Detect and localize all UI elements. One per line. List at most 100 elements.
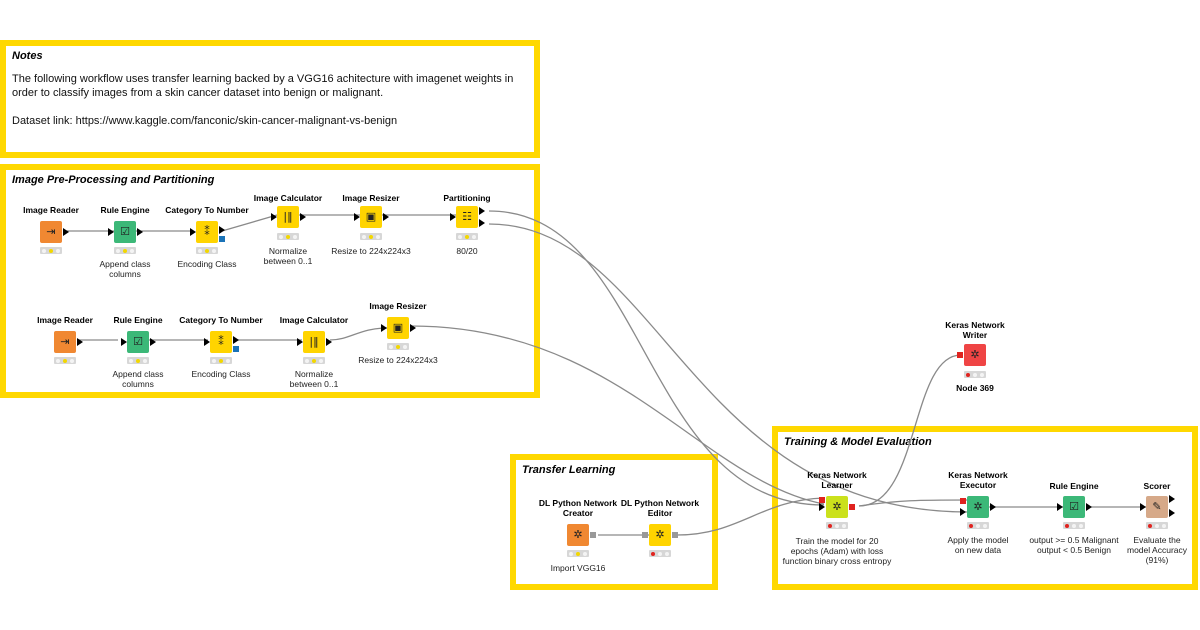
node-title: Category To Number bbox=[165, 205, 249, 215]
status-lights bbox=[967, 522, 989, 529]
node-title: Rule Engine bbox=[1049, 481, 1099, 491]
status-lights bbox=[54, 357, 76, 364]
output-port[interactable] bbox=[590, 532, 596, 538]
output-port[interactable] bbox=[77, 338, 83, 346]
connection bbox=[488, 210, 825, 506]
transfer-learning-annotation: Transfer Learning bbox=[510, 454, 718, 590]
input-port[interactable] bbox=[642, 532, 648, 538]
node-title: Scorer bbox=[1143, 481, 1171, 491]
data-input-port[interactable] bbox=[960, 508, 966, 516]
status-lights bbox=[210, 357, 232, 364]
output-port[interactable] bbox=[63, 228, 69, 236]
model-input-port[interactable] bbox=[957, 352, 963, 358]
node-title: DL Python Network Creator bbox=[538, 498, 618, 518]
input-port[interactable] bbox=[450, 213, 456, 221]
output-port-top[interactable] bbox=[1169, 495, 1175, 503]
output-port-bottom[interactable] bbox=[1169, 509, 1175, 517]
network-gear-icon: ✲ bbox=[967, 496, 989, 518]
status-lights bbox=[1146, 522, 1168, 529]
status-lights bbox=[277, 233, 299, 240]
connection bbox=[676, 497, 825, 536]
image-calculator-icon: |‖ bbox=[277, 206, 299, 228]
output-port-bottom[interactable] bbox=[479, 219, 485, 227]
output-port[interactable] bbox=[672, 532, 678, 538]
node-label: Train the model for 20 epochs (Adam) wit… bbox=[782, 536, 892, 566]
status-lights bbox=[40, 247, 62, 254]
input-port[interactable] bbox=[1140, 503, 1146, 511]
input-port[interactable] bbox=[1057, 503, 1063, 511]
status-lights bbox=[826, 522, 848, 529]
notes-description: The following workflow uses transfer lea… bbox=[12, 73, 514, 99]
model-port[interactable] bbox=[219, 236, 225, 242]
output-port[interactable] bbox=[300, 213, 306, 221]
training-title: Training & Model Evaluation bbox=[784, 436, 932, 448]
model-input-port[interactable] bbox=[819, 497, 825, 503]
connection bbox=[221, 214, 278, 232]
node-title: Image Resizer bbox=[342, 193, 400, 203]
training-data-port[interactable] bbox=[819, 503, 825, 511]
connection bbox=[488, 223, 969, 513]
output-port-top[interactable] bbox=[479, 207, 485, 215]
node-label: Resize to 224x224x3 bbox=[331, 246, 411, 256]
network-gear-icon: ✲ bbox=[649, 524, 671, 546]
node-title: Rule Engine bbox=[113, 315, 163, 325]
rule-check-icon: ☑ bbox=[127, 331, 149, 353]
model-input-port[interactable] bbox=[960, 498, 966, 504]
status-lights bbox=[114, 247, 136, 254]
output-port[interactable] bbox=[1086, 503, 1092, 511]
output-port[interactable] bbox=[326, 338, 332, 346]
status-lights bbox=[303, 357, 325, 364]
image-resize-icon: ▣ bbox=[387, 317, 409, 339]
input-port[interactable] bbox=[121, 338, 127, 346]
validation-data-port[interactable] bbox=[819, 511, 825, 519]
input-port[interactable] bbox=[204, 338, 210, 346]
node-label: Node 369 bbox=[956, 383, 994, 393]
connection bbox=[858, 354, 962, 507]
image-resize-icon: ▣ bbox=[360, 206, 382, 228]
preprocessing-title: Image Pre-Processing and Partitioning bbox=[12, 174, 215, 186]
node-label: Resize to 224x224x3 bbox=[358, 355, 438, 365]
node-title: Rule Engine bbox=[100, 205, 150, 215]
rule-check-icon: ☑ bbox=[1063, 496, 1085, 518]
network-gear-icon: ✲ bbox=[567, 524, 589, 546]
transfer-learning-title: Transfer Learning bbox=[522, 464, 616, 476]
node-label: output >= 0.5 Malignant output < 0.5 Ben… bbox=[1029, 535, 1119, 555]
output-port[interactable] bbox=[990, 503, 996, 511]
model-port[interactable] bbox=[233, 346, 239, 352]
import-arrow-icon: ⇥ bbox=[40, 221, 62, 243]
status-lights bbox=[360, 233, 382, 240]
output-port[interactable] bbox=[150, 338, 156, 346]
input-port[interactable] bbox=[354, 213, 360, 221]
node-title: Image Calculator bbox=[253, 193, 323, 203]
rule-check-icon: ☑ bbox=[114, 221, 136, 243]
status-lights bbox=[456, 233, 478, 240]
output-port[interactable] bbox=[410, 324, 416, 332]
node-title: Keras Network Executor bbox=[948, 470, 1008, 490]
node-title: Keras Network Writer bbox=[945, 320, 1005, 340]
status-lights bbox=[964, 371, 986, 378]
connection bbox=[329, 327, 388, 341]
node-label: Encoding Class bbox=[191, 369, 251, 379]
status-lights bbox=[649, 550, 671, 557]
notes-title: Notes bbox=[12, 50, 43, 62]
input-port[interactable] bbox=[297, 338, 303, 346]
input-port[interactable] bbox=[108, 228, 114, 236]
input-port[interactable] bbox=[381, 324, 387, 332]
category-number-icon: ⁑ bbox=[210, 331, 232, 353]
node-title: Category To Number bbox=[179, 315, 263, 325]
network-gear-icon: ✲ bbox=[826, 496, 848, 518]
model-output-port[interactable] bbox=[849, 504, 855, 510]
output-port[interactable] bbox=[383, 213, 389, 221]
node-label: Evaluate the model Accuracy (91%) bbox=[1127, 535, 1187, 565]
connection bbox=[858, 499, 969, 507]
category-number-icon: ⁑ bbox=[196, 221, 218, 243]
status-lights bbox=[1063, 522, 1085, 529]
output-port[interactable] bbox=[219, 226, 225, 234]
node-title: Image Reader bbox=[23, 205, 79, 215]
input-port[interactable] bbox=[190, 228, 196, 236]
node-label: Normalize between 0..1 bbox=[289, 369, 339, 389]
input-port[interactable] bbox=[271, 213, 277, 221]
output-port[interactable] bbox=[233, 336, 239, 344]
output-port[interactable] bbox=[137, 228, 143, 236]
